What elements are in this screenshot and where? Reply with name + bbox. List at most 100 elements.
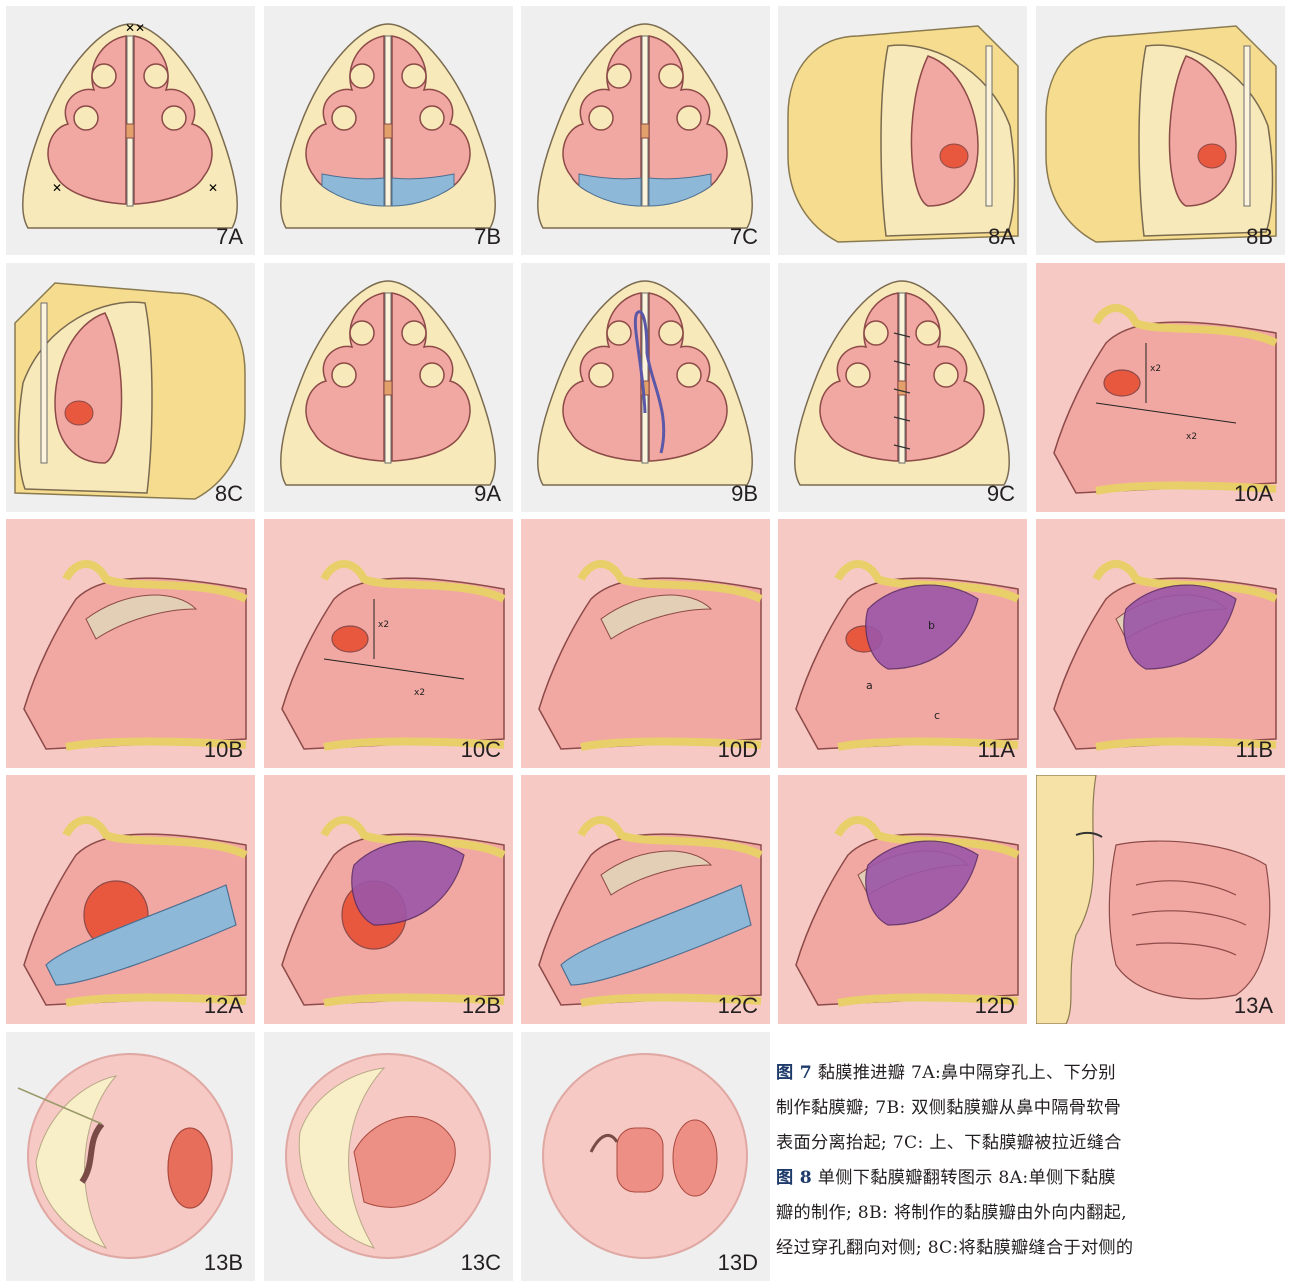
figure-caption: 图 7 黏膜推进瓣 7A:鼻中隔穿孔上、下分别 制作黏膜瓣; 7B: 双侧黏膜瓣… bbox=[776, 1056, 1284, 1286]
figure-panel: 8A bbox=[778, 6, 1027, 255]
caption-line: 表面分离抬起; 7C: 上、下黏膜瓣被拉近缝合 bbox=[776, 1126, 1284, 1161]
caption-line: 制作黏膜瓣; 7B: 双侧黏膜瓣从鼻中隔骨软骨 bbox=[776, 1091, 1284, 1126]
septal-perforation bbox=[126, 124, 134, 138]
panel-label: 10A bbox=[1234, 481, 1273, 507]
figure-panel: 7C bbox=[521, 6, 770, 255]
panel-label: 9B bbox=[731, 481, 758, 507]
tissue-block bbox=[1046, 26, 1276, 242]
turbinate bbox=[607, 321, 631, 345]
nasal-septum bbox=[41, 303, 47, 463]
figure-panel: 12B bbox=[264, 775, 513, 1024]
panel-label: 11A bbox=[977, 737, 1015, 763]
panel-illustration bbox=[1036, 519, 1285, 768]
turbinate bbox=[864, 321, 888, 345]
dimension-label: x2 bbox=[1150, 364, 1161, 374]
nasal-septum bbox=[986, 46, 992, 206]
turbinate bbox=[402, 64, 426, 88]
nasal-septum bbox=[1244, 46, 1250, 206]
point-label: a bbox=[866, 679, 873, 692]
panel-illustration bbox=[6, 775, 255, 1024]
panel-label: 12C bbox=[718, 993, 758, 1019]
panel-illustration bbox=[1036, 775, 1285, 1024]
septal-perforation bbox=[384, 124, 392, 138]
mucosal-flap bbox=[1198, 144, 1226, 168]
mucosal-flap bbox=[65, 401, 93, 425]
caption-figure-label: 图 8 bbox=[776, 1168, 812, 1188]
caption-text: 瓣的制作; 8B: 将制作的黏膜瓣由外向内翻起, bbox=[776, 1203, 1127, 1223]
incision-mark-icon: ✕ bbox=[135, 21, 145, 35]
septal-perforation bbox=[898, 381, 906, 395]
figure-panel: 9A bbox=[264, 263, 513, 512]
panel-label: 13C bbox=[461, 1250, 501, 1276]
caption-text: 表面分离抬起; 7C: 上、下黏膜瓣被拉近缝合 bbox=[776, 1133, 1122, 1153]
panel-label: 9C bbox=[987, 481, 1015, 507]
panel-illustration bbox=[1036, 6, 1285, 255]
mucosal-flap bbox=[940, 144, 968, 168]
panel-illustration: x2x2 bbox=[1036, 263, 1285, 512]
panel-label: 10B bbox=[204, 737, 243, 763]
caption-text: 制作黏膜瓣; 7B: 双侧黏膜瓣从鼻中隔骨软骨 bbox=[776, 1098, 1121, 1118]
figure-panel: 13B bbox=[6, 1032, 255, 1281]
panel-illustration bbox=[6, 263, 255, 512]
caption-text: 黏膜推进瓣 7A:鼻中隔穿孔上、下分别 bbox=[812, 1063, 1116, 1083]
caption-line: 图 8 单侧下黏膜瓣翻转图示 8A:单侧下黏膜 bbox=[776, 1161, 1284, 1196]
tissue-block bbox=[15, 283, 245, 499]
panel-illustration bbox=[6, 1032, 255, 1281]
nasal-septum bbox=[385, 36, 391, 206]
figure-panel: 13D bbox=[521, 1032, 770, 1281]
figure-panel: ✕✕✕✕7A bbox=[6, 6, 255, 255]
septal-perforation bbox=[332, 626, 368, 652]
panel-illustration bbox=[778, 775, 1027, 1024]
septal-perforation bbox=[384, 381, 392, 395]
turbinate bbox=[420, 363, 444, 387]
figure-panel: 12A bbox=[6, 775, 255, 1024]
nasal-septum bbox=[642, 36, 648, 206]
figure-panel: 8C bbox=[6, 263, 255, 512]
panel-illustration bbox=[264, 263, 513, 512]
panel-illustration bbox=[521, 263, 770, 512]
panel-label: 8B bbox=[1246, 224, 1273, 250]
panel-label: 7B bbox=[474, 224, 501, 250]
caption-line: 瓣的制作; 8B: 将制作的黏膜瓣由外向内翻起, bbox=[776, 1196, 1284, 1231]
panel-illustration bbox=[264, 6, 513, 255]
turbinate bbox=[402, 321, 426, 345]
septal-perforation bbox=[641, 124, 649, 138]
turbinate bbox=[332, 363, 356, 387]
panel-illustration bbox=[521, 1032, 770, 1281]
figure-panel: 11B bbox=[1036, 519, 1285, 768]
panel-illustration bbox=[521, 519, 770, 768]
turbinate bbox=[677, 106, 701, 130]
panel-illustration bbox=[264, 1032, 513, 1281]
mucosal-flap bbox=[673, 1120, 717, 1196]
panel-label: 7C bbox=[730, 224, 758, 250]
panel-label: 8A bbox=[988, 224, 1015, 250]
panel-illustration bbox=[521, 6, 770, 255]
turbinate bbox=[846, 363, 870, 387]
panel-illustration bbox=[778, 6, 1027, 255]
figure-panel: 12D bbox=[778, 775, 1027, 1024]
caption-text: 单侧下黏膜瓣翻转图示 8A:单侧下黏膜 bbox=[812, 1168, 1116, 1188]
figure-panel: 8B bbox=[1036, 6, 1285, 255]
septal-perforation bbox=[1104, 370, 1140, 396]
figure-panel: 10D bbox=[521, 519, 770, 768]
panel-illustration: abc bbox=[778, 519, 1027, 768]
nasal-septum bbox=[385, 293, 391, 463]
turbinate bbox=[934, 363, 958, 387]
panel-illustration bbox=[778, 263, 1027, 512]
turbinate bbox=[162, 106, 186, 130]
caption-line: 经过穿孔翻向对侧; 8C:将黏膜瓣缝合于对侧的 bbox=[776, 1231, 1284, 1266]
turbinate bbox=[677, 363, 701, 387]
tissue-block bbox=[788, 26, 1018, 242]
turbinate bbox=[332, 106, 356, 130]
panel-label: 8C bbox=[215, 481, 243, 507]
turbinate bbox=[607, 64, 631, 88]
mucosal-flap bbox=[617, 1128, 663, 1192]
nasal-septum bbox=[899, 293, 905, 463]
dimension-label: x2 bbox=[414, 688, 425, 698]
turbinate bbox=[589, 363, 613, 387]
figure-panel: 13C bbox=[264, 1032, 513, 1281]
